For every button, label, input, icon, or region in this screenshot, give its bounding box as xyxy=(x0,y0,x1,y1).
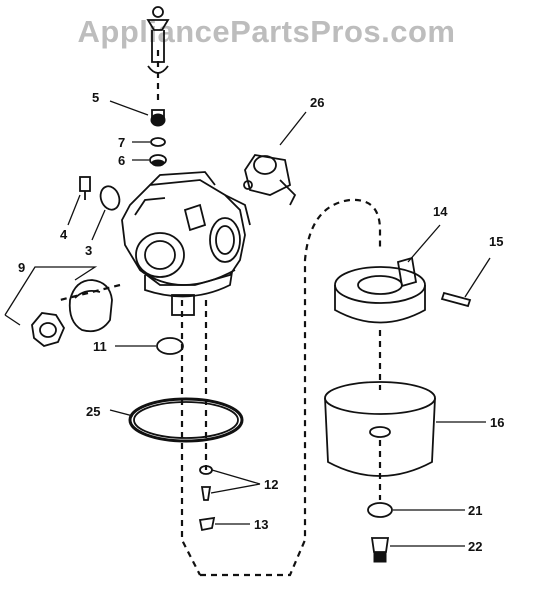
part-15-pin xyxy=(440,291,472,308)
callout-7: 7 xyxy=(118,135,125,150)
callout-11: 11 xyxy=(93,339,107,354)
part-13-small-part xyxy=(198,516,216,532)
part-3-plate xyxy=(99,185,121,211)
part-16-bowl xyxy=(324,381,436,477)
part-5-screw xyxy=(150,109,166,127)
part-4-screw xyxy=(79,176,91,200)
leader-lines xyxy=(67,100,491,547)
carburetor-body xyxy=(121,171,251,316)
top-valve-part xyxy=(146,6,170,74)
part-6-seat xyxy=(149,154,167,167)
dashed-line-vertical-main xyxy=(180,300,201,576)
part-11-plug xyxy=(156,337,184,355)
callout-26: 26 xyxy=(310,95,324,110)
part-25-gasket xyxy=(128,397,244,443)
callout-16: 16 xyxy=(490,415,504,430)
callout-14: 14 xyxy=(433,204,448,219)
callout-5: 5 xyxy=(92,90,99,105)
dashed-line-loop xyxy=(200,198,382,577)
part-14-float xyxy=(334,256,426,324)
callout-12: 12 xyxy=(264,477,278,492)
part-9-bracket xyxy=(4,266,98,316)
part-21-washer xyxy=(367,502,393,518)
watermark: AppliancePartsPros.com xyxy=(77,14,456,49)
callout-9: 9 xyxy=(18,260,25,275)
callout-15: 15 xyxy=(489,234,503,249)
part-12-small-parts xyxy=(199,465,213,501)
callout-3: 3 xyxy=(85,243,92,258)
callout-22: 22 xyxy=(468,539,482,554)
part-22-screw xyxy=(370,537,390,563)
part-26-fitting xyxy=(243,154,297,206)
part-7-washer xyxy=(150,137,166,147)
callout-13: 13 xyxy=(254,517,268,532)
callout-21: 21 xyxy=(468,503,482,518)
part-9-cover xyxy=(31,279,113,347)
callout-25: 25 xyxy=(86,404,100,419)
callout-4: 4 xyxy=(60,227,68,242)
callout-6: 6 xyxy=(118,153,125,168)
